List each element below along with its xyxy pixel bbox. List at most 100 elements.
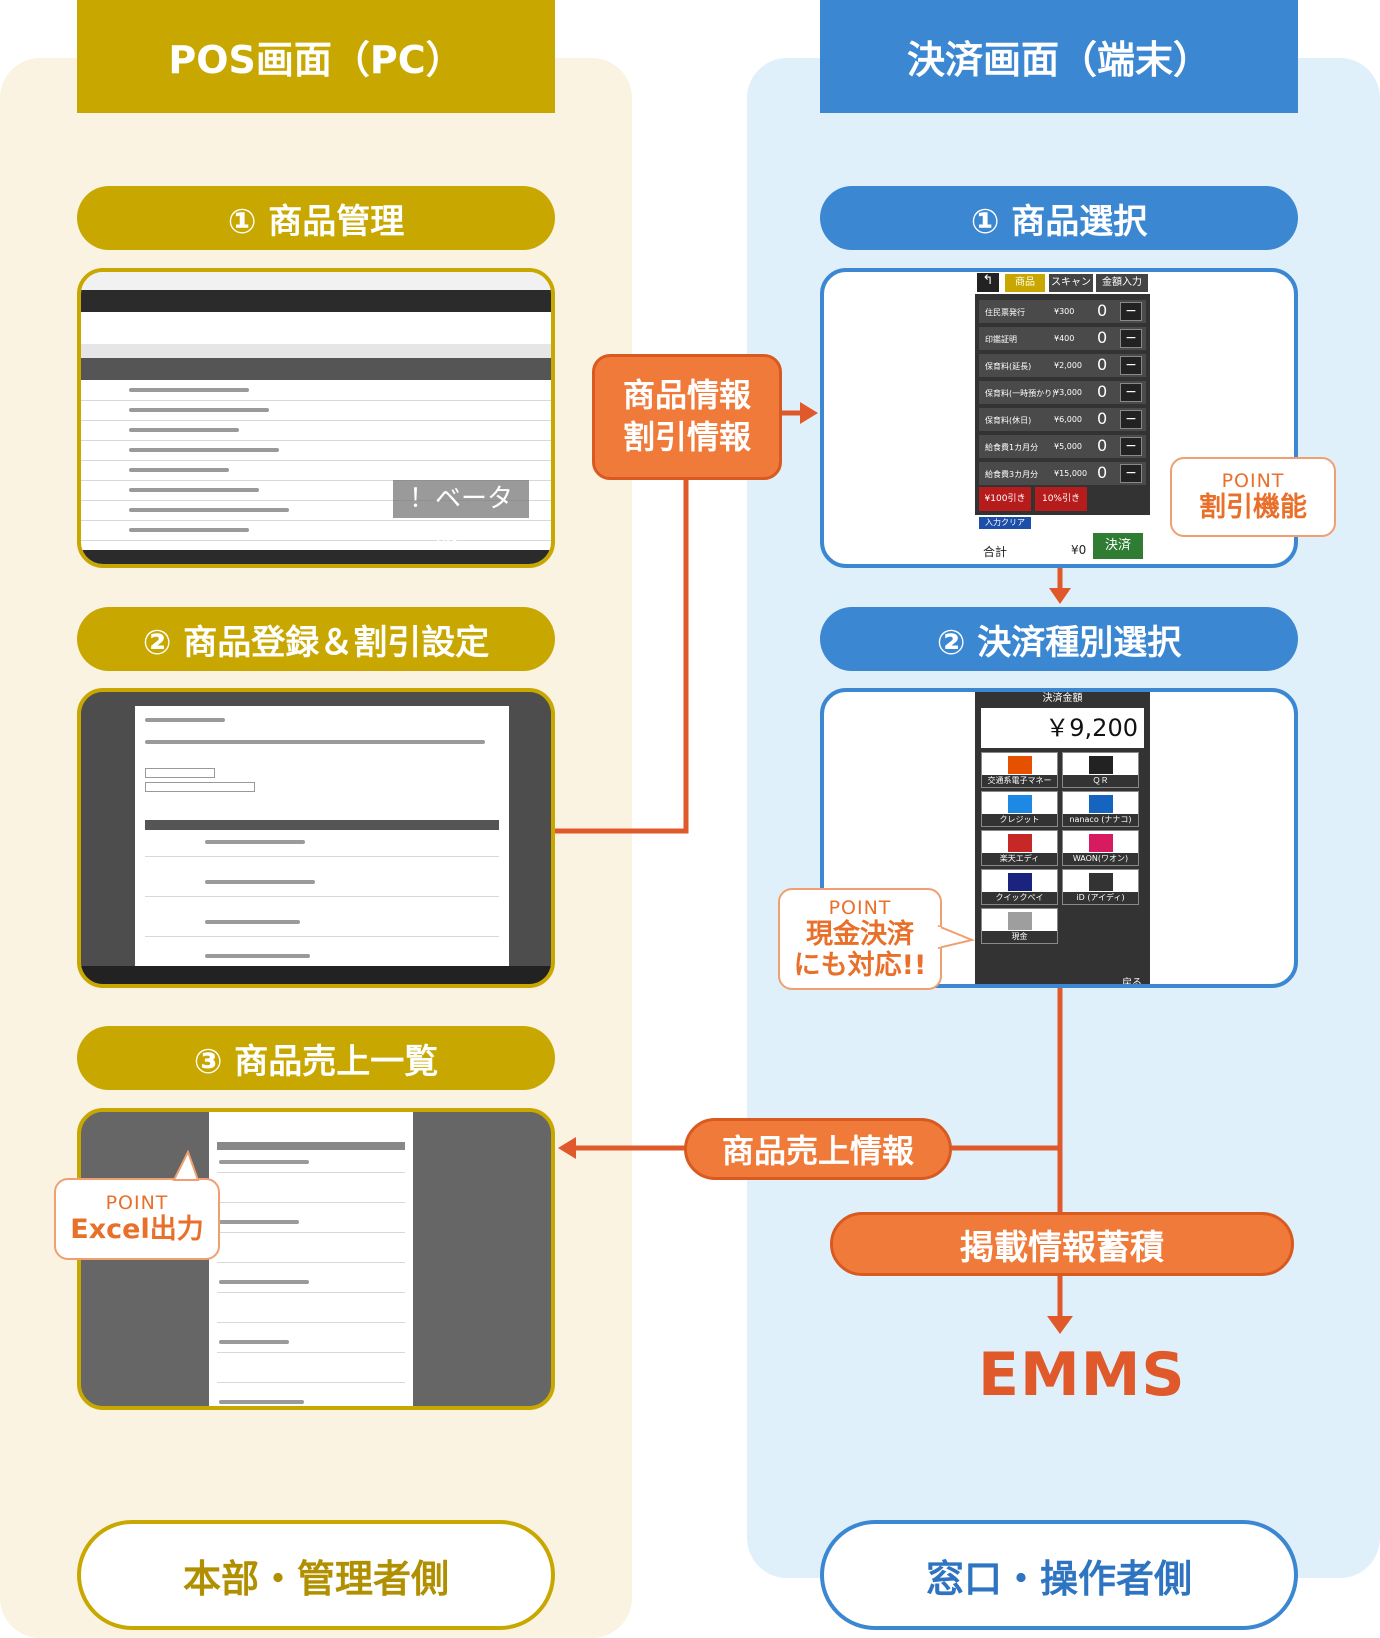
pay-button[interactable]: 決済: [1093, 533, 1143, 559]
excel-point-body: Excel出力: [70, 1214, 204, 1246]
excel-output-callout: POINT Excel出力: [54, 1178, 220, 1260]
item-name: 給食費3カ月分: [985, 470, 1039, 479]
payment-method-tile[interactable]: 楽天エディ: [981, 830, 1058, 866]
screenshot-payment-type: 決済金額 ￥9,200 交通系電子マネー ＱＲ クレジット nanaco (ナナコ) 楽…: [820, 688, 1298, 988]
discount-100-button[interactable]: ¥100引き: [979, 487, 1031, 511]
decrement-button[interactable]: −: [1120, 329, 1142, 348]
decrement-button[interactable]: −: [1120, 464, 1142, 483]
payment-method-icon: [1008, 873, 1032, 891]
terminal-item-row[interactable]: 保育料(休日) ¥6,000 0−: [979, 408, 1146, 431]
item-name: 保育料(延長): [985, 362, 1032, 371]
tab-amount-input[interactable]: 金額入力: [1096, 274, 1148, 292]
terminal-item-row[interactable]: 住民票発行 ¥300 0−: [979, 300, 1146, 323]
payment-method-icon: [1008, 912, 1032, 930]
payment-method-icon: [1008, 834, 1032, 852]
payment-method-tile[interactable]: 現金: [981, 908, 1058, 944]
payment-method-label: iD (アイディ): [1063, 892, 1138, 904]
terminal-item-row[interactable]: 保育料(延長) ¥2,000 0−: [979, 354, 1146, 377]
cash-point-body-line2: にも対応!!: [793, 950, 927, 981]
payment-method-icon: [1008, 756, 1032, 774]
arrow-head-emms: [1047, 1316, 1073, 1334]
back-button[interactable]: 戻る: [1122, 978, 1142, 988]
item-price: ¥300: [1054, 307, 1075, 316]
item-qty: 0: [1097, 301, 1108, 320]
item-qty: 0: [1097, 463, 1108, 482]
terminal-item-row[interactable]: 保育料(一時預かり)¥3,000 0−: [979, 381, 1146, 404]
excel-callout-tail: [172, 1150, 200, 1181]
payment-method-icon: [1089, 873, 1113, 891]
pos-header: POS画面（PC）: [77, 0, 555, 113]
item-price: ¥2,000: [1054, 361, 1082, 370]
discount-10pct-button[interactable]: 10%引き: [1035, 487, 1087, 511]
cash-point-body-line1: 現金決済: [806, 918, 914, 950]
step-product-management: ① 商品管理: [77, 186, 555, 250]
screenshot-product-management: ！ベータ版！: [77, 268, 555, 568]
payment-method-tile[interactable]: 交通系電子マネー: [981, 752, 1058, 788]
cash-point-title: POINT: [828, 896, 892, 919]
step-product-registration: ② 商品登録＆割引設定: [77, 607, 555, 671]
total-label: 合計: [983, 545, 1008, 559]
payment-method-icon: [1008, 795, 1032, 813]
cash-payment-callout: POINT 現金決済 にも対応!!: [778, 888, 942, 990]
arrow-head-info: [800, 402, 818, 424]
discount-point-title: POINT: [1221, 470, 1285, 493]
discount-callout: POINT 割引機能: [1170, 457, 1336, 537]
payment-method-tile[interactable]: ＱＲ: [1062, 752, 1139, 788]
cash-callout-tail: [938, 924, 976, 950]
payment-method-tile[interactable]: WAON(ワオン): [1062, 830, 1139, 866]
accumulate-box: 掲載情報蓄積: [830, 1212, 1294, 1276]
payment-method-label: クイックペイ: [982, 892, 1057, 904]
payment-header: 決済画面（端末）: [820, 0, 1298, 113]
payment-method-icon: [1089, 795, 1113, 813]
payment-method-label: クレジット: [982, 814, 1057, 826]
payment-amount-title: 決済金額: [1042, 693, 1083, 704]
operator-side-footer: 窓口・操作者側: [820, 1520, 1298, 1630]
tab-product[interactable]: 商品: [1005, 274, 1045, 292]
discount-info-label: 割引情報: [622, 418, 751, 456]
payment-method-label: 交通系電子マネー: [982, 775, 1057, 787]
item-price: ¥3,000: [1054, 388, 1082, 397]
step-sales-list: ③ 商品売上一覧: [77, 1026, 555, 1090]
admin-side-footer: 本部・管理者側: [77, 1520, 555, 1630]
payment-method-tile[interactable]: クイックペイ: [981, 869, 1058, 905]
decrement-button[interactable]: −: [1120, 302, 1142, 321]
item-qty: 0: [1097, 409, 1108, 428]
arrow-registration-to-info: [553, 478, 689, 834]
payment-amount: ￥9,200: [981, 708, 1144, 748]
payment-method-icon: [1089, 834, 1113, 852]
decrement-button[interactable]: −: [1120, 410, 1142, 429]
decrement-button[interactable]: −: [1120, 383, 1142, 402]
item-price: ¥6,000: [1054, 415, 1082, 424]
item-qty: 0: [1097, 382, 1108, 401]
item-qty: 0: [1097, 328, 1108, 347]
payment-method-label: ＱＲ: [1063, 775, 1138, 787]
beta-badge: ！ベータ版！: [393, 480, 529, 552]
total-value: ¥0: [1071, 543, 1087, 557]
item-name: 保育料(休日): [985, 416, 1032, 425]
payment-method-label: nanaco (ナナコ): [1063, 814, 1138, 826]
item-price: ¥400: [1054, 334, 1075, 343]
payment-method-icon: [1089, 756, 1113, 774]
payment-method-tile[interactable]: iD (アイディ): [1062, 869, 1139, 905]
payment-method-label: 楽天エディ: [982, 853, 1057, 865]
screenshot-product-registration: [77, 688, 555, 988]
decrement-button[interactable]: −: [1120, 356, 1142, 375]
product-info-label: 商品情報: [622, 376, 751, 415]
step-product-selection: ① 商品選択: [820, 186, 1298, 250]
step-payment-type: ② 決済種別選択: [820, 607, 1298, 671]
payment-method-tile[interactable]: クレジット: [981, 791, 1058, 827]
payment-method-tile[interactable]: nanaco (ナナコ): [1062, 791, 1139, 827]
item-name: 保育料(一時預かり): [985, 389, 1056, 398]
clear-input-button[interactable]: 入力クリア: [979, 517, 1031, 529]
excel-point-title: POINT: [105, 1192, 169, 1215]
payment-method-label: 現金: [982, 931, 1057, 943]
arrow-head-step2: [1049, 588, 1071, 604]
item-name: 住民票発行: [985, 308, 1025, 317]
decrement-button[interactable]: −: [1120, 437, 1142, 456]
item-qty: 0: [1097, 355, 1108, 374]
tab-scan[interactable]: スキャン: [1049, 274, 1093, 292]
